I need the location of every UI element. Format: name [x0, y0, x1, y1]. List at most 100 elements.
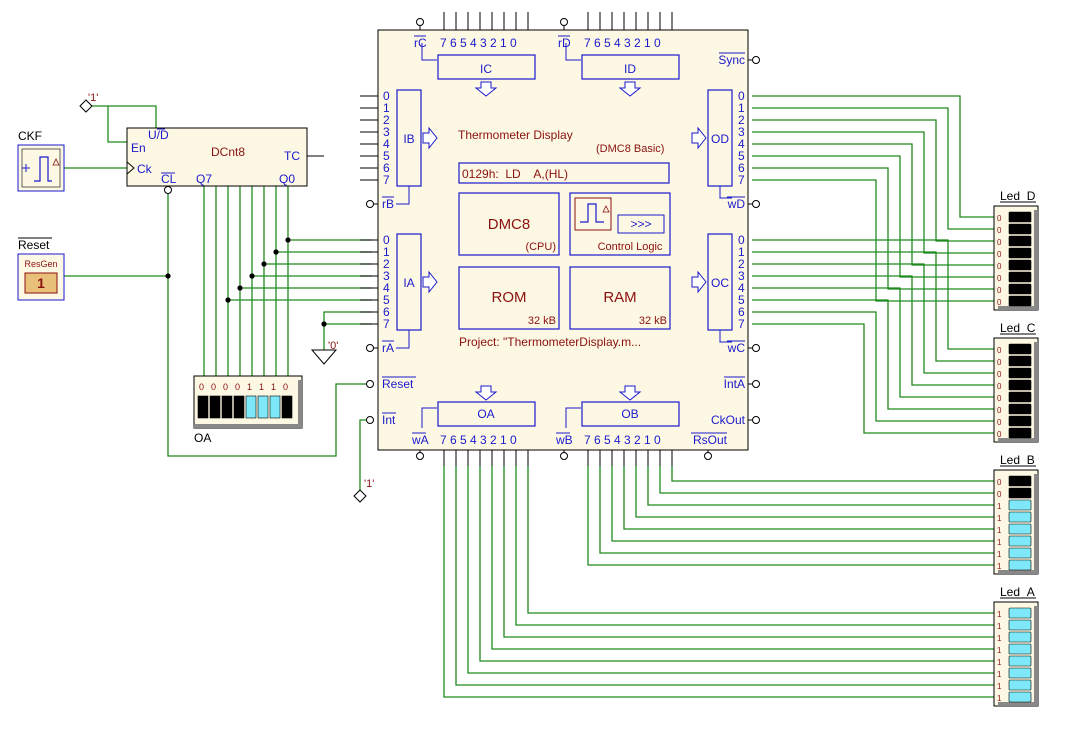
cpu-block[interactable] [458, 192, 560, 256]
pin-wb-label: wB [555, 433, 573, 447]
pin-rsout-label: RsOut [693, 433, 728, 447]
led-bit-value: 0 [997, 406, 1002, 415]
port-oc[interactable] [707, 233, 733, 331]
control-logic-button[interactable] [617, 214, 665, 234]
arrow-down-icon [618, 385, 642, 401]
counter-q7-label: Q7 [196, 172, 212, 186]
port-bit-digit: 0 [383, 233, 390, 247]
led-bit-value: 1 [997, 634, 1002, 643]
port-ob[interactable] [581, 401, 680, 427]
port-bit-digit: 2 [738, 113, 745, 127]
oa-led-segment [257, 395, 269, 419]
arrow-right-icon [422, 126, 438, 150]
port-bit-digit: 6 [383, 305, 390, 319]
port-ia[interactable] [396, 233, 422, 331]
led-segment [1008, 691, 1032, 703]
led-segment [1008, 607, 1032, 619]
pin-rd-label: rD [558, 36, 571, 50]
oa-bit-value: 1 [247, 382, 252, 392]
led-segment [1008, 643, 1032, 655]
led-bit-value: 0 [997, 490, 1002, 499]
led-segment [1008, 475, 1032, 487]
port-bit-digit: 5 [738, 293, 745, 307]
oa-bit-value: 0 [283, 382, 288, 392]
led-segment [1008, 631, 1032, 643]
led-bit-value: 1 [997, 622, 1002, 631]
port-bit-digit: 7 [738, 317, 745, 331]
port-ic[interactable] [437, 54, 536, 80]
instruction-text: 0129h: LD A,(HL) [462, 167, 568, 181]
led-bit-value: 0 [997, 358, 1002, 367]
port-bit-digit: 1 [738, 245, 745, 259]
led-segment [1008, 547, 1032, 559]
oa-led-segment [221, 395, 233, 419]
port-bit-digit: 3 [738, 125, 745, 139]
port-id[interactable] [581, 54, 680, 80]
counter-dcnt8[interactable]: U/D En Ck DCnt8 TC CL Q7 Q0 [126, 127, 324, 194]
pin-rb-label: rB [382, 197, 394, 211]
led-bit-value: 1 [997, 694, 1002, 703]
const-one-bottom-label: '1' [364, 478, 374, 490]
oa-led-segment [197, 395, 209, 419]
led-bit-value: 1 [997, 610, 1002, 619]
port-bit-digit: 7 [383, 317, 390, 331]
led-bit-value: 0 [997, 250, 1002, 259]
const-one-top-label: '1' [88, 92, 98, 104]
led-segment [1008, 379, 1032, 391]
led-bit-value: 0 [997, 286, 1002, 295]
port-oa-label: OA [477, 407, 494, 421]
led-segment [1008, 235, 1032, 247]
counter-ck-label: Ck [137, 162, 153, 176]
chip-title: Thermometer Display [458, 128, 573, 142]
arrow-right-icon [691, 126, 707, 150]
pin-reset-label: Reset [382, 377, 414, 391]
bits-header-oa: 7 6 5 4 3 2 1 0 [440, 433, 517, 447]
port-bit-digit: 3 [383, 125, 390, 139]
led-bit-value: 0 [997, 214, 1002, 223]
led-bit-value: 0 [997, 226, 1002, 235]
ram-label: RAM [603, 289, 636, 306]
led-segment [1008, 367, 1032, 379]
led-bit-value: 0 [997, 394, 1002, 403]
port-bit-digit: 3 [738, 269, 745, 283]
oa-display-label: OA [194, 431, 211, 445]
reset-label: Reset [18, 238, 50, 252]
counter-ud-label: U/D [148, 128, 169, 142]
led-bit-value: 0 [997, 346, 1002, 355]
port-bit-digit: 2 [383, 257, 390, 271]
ram-size: 32 kB [639, 315, 667, 327]
rom-label: ROM [492, 289, 527, 306]
port-id-label: ID [624, 62, 636, 76]
led-segment [1008, 391, 1032, 403]
port-bit-digit: 4 [738, 137, 745, 151]
counter-q0-label: Q0 [279, 172, 295, 186]
rom-block[interactable] [458, 266, 560, 330]
port-bit-digit: 6 [383, 161, 390, 175]
led-segment [1008, 271, 1032, 283]
led-segment [1008, 211, 1032, 223]
ram-block[interactable] [569, 266, 671, 330]
led-segment [1008, 403, 1032, 415]
port-od-label: OD [711, 132, 729, 146]
ckf-clock-source[interactable]: CKF [17, 129, 65, 192]
port-bit-digit: 4 [738, 281, 745, 295]
port-ib-label: IB [403, 132, 414, 146]
led-segment [1008, 355, 1032, 367]
port-ia-label: IA [403, 276, 414, 290]
port-bit-digit: 5 [383, 149, 390, 163]
led-segment [1008, 247, 1032, 259]
port-oa[interactable] [437, 401, 536, 427]
port-od[interactable] [707, 89, 733, 187]
led-bit-value: 0 [997, 418, 1002, 427]
oa-bit-value: 0 [223, 382, 228, 392]
led-segment [1008, 523, 1032, 535]
port-ib[interactable] [396, 89, 422, 187]
oa-led-segment [269, 395, 281, 419]
port-bit-digit: 0 [738, 89, 745, 103]
instruction-box [458, 162, 670, 184]
reset-generator[interactable]: Reset ResGen 1 [17, 237, 65, 301]
bus-wires [443, 95, 994, 698]
led-bit-value: 1 [997, 670, 1002, 679]
